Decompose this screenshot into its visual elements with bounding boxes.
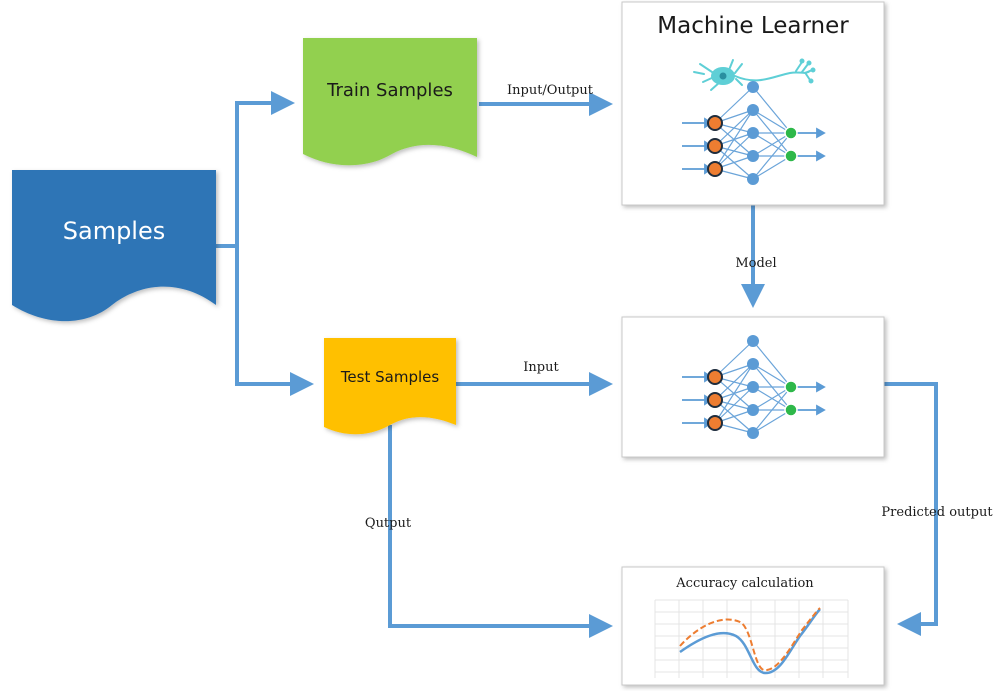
model-label: Model: [735, 256, 776, 271]
train-samples-node: Train Samples: [303, 38, 477, 166]
input-label: Input: [523, 360, 559, 375]
test-samples-node: Test Samples: [324, 338, 456, 435]
trained-model-node: [621, 316, 885, 458]
samples-node: Samples: [12, 170, 216, 322]
train-samples-label: Train Samples: [326, 80, 453, 101]
test-samples-shape: [324, 338, 456, 435]
accuracy-title: Accuracy calculation: [675, 576, 814, 591]
accuracy-box: [621, 566, 885, 686]
samples-to-train-arrow: [216, 91, 295, 248]
edge-labels: Input/Output Input Model Qutput Predicte…: [365, 83, 993, 531]
output-label: Qutput: [365, 516, 412, 531]
connectors: [216, 91, 938, 638]
predicted-output-label: Predicted output: [881, 505, 993, 520]
machine-learner-box: [621, 1, 885, 206]
actual-curve: [679, 608, 821, 675]
machine-learner-title: Machine Learner: [657, 13, 849, 39]
neuron-icon: [693, 58, 816, 91]
train-samples-shape: [303, 38, 477, 166]
input-output-label: Input/Output: [507, 83, 594, 98]
samples-to-test-arrow: [235, 246, 314, 396]
line-chart-icon: [654, 599, 849, 678]
test-to-accuracy-arrow: [388, 425, 613, 638]
test-samples-label: Test Samples: [340, 368, 440, 386]
samples-shape: [12, 170, 216, 322]
model-to-accuracy-arrow: [882, 382, 938, 636]
samples-label: Samples: [63, 217, 166, 245]
predicted-curve: [679, 607, 821, 672]
accuracy-node: Accuracy calculation: [621, 566, 885, 686]
machine-learner-node: Machine Learner: [621, 1, 885, 206]
